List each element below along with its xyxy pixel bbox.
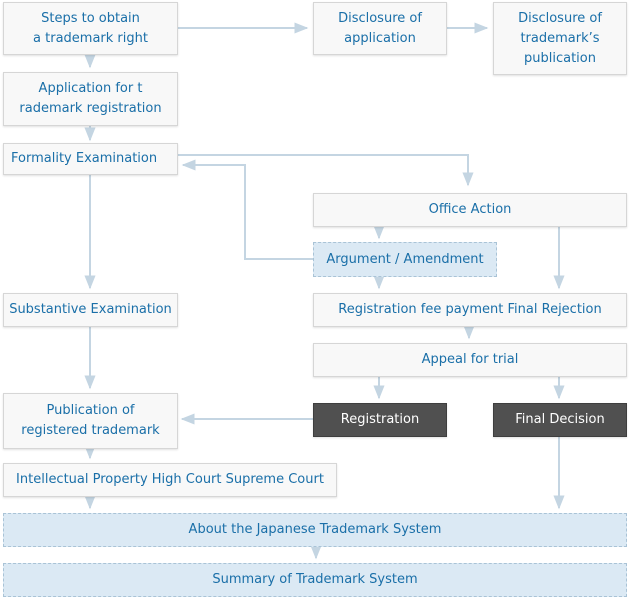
office-action-label: Office Action bbox=[429, 200, 512, 220]
disclosure-of-application-box[interactable]: Disclosure of application bbox=[313, 2, 447, 55]
ip-high-court-box[interactable]: Intellectual Property High Court Supreme… bbox=[3, 463, 337, 497]
office-action-box[interactable]: Office Action bbox=[313, 193, 627, 227]
substantive-examination-box[interactable]: Substantive Examination bbox=[3, 293, 178, 327]
publication-of-registered-label: Publication of registered trademark bbox=[21, 401, 159, 441]
registration-box[interactable]: Registration bbox=[313, 403, 447, 437]
application-for-registration-box[interactable]: Application for t rademark registration bbox=[3, 72, 178, 126]
registration-label: Registration bbox=[341, 410, 419, 430]
arrow-formality-to-office-action bbox=[178, 155, 468, 185]
formality-examination-label: Formality Examination bbox=[11, 149, 157, 169]
appeal-for-trial-label: Appeal for trial bbox=[422, 350, 519, 370]
formality-examination-box[interactable]: Formality Examination bbox=[3, 143, 178, 175]
appeal-for-trial-box[interactable]: Appeal for trial bbox=[313, 343, 627, 377]
arrow-amendment-back-to-formality bbox=[183, 165, 313, 259]
ip-high-court-label: Intellectual Property High Court Supreme… bbox=[16, 470, 324, 490]
registration-fee-final-rejection-label: Registration fee payment Final Rejection bbox=[338, 300, 601, 320]
argument-amendment-label: Argument / Amendment bbox=[326, 250, 483, 270]
summary-of-system-label: Summary of Trademark System bbox=[212, 570, 417, 590]
disclosure-of-publication-box[interactable]: Disclosure of trademark’s publication bbox=[493, 2, 627, 75]
final-decision-label: Final Decision bbox=[515, 410, 604, 430]
about-japanese-trademark-system-box[interactable]: About the Japanese Trademark System bbox=[3, 513, 627, 547]
disclosure-of-publication-label: Disclosure of trademark’s publication bbox=[518, 9, 602, 69]
publication-of-registered-trademark-box[interactable]: Publication of registered trademark bbox=[3, 393, 178, 449]
argument-amendment-box[interactable]: Argument / Amendment bbox=[313, 242, 497, 277]
summary-of-trademark-system-box[interactable]: Summary of Trademark System bbox=[3, 563, 627, 597]
final-decision-box[interactable]: Final Decision bbox=[493, 403, 627, 437]
registration-fee-final-rejection-box[interactable]: Registration fee payment Final Rejection bbox=[313, 293, 627, 327]
steps-to-obtain-label: Steps to obtain a trademark right bbox=[33, 9, 148, 49]
about-japanese-system-label: About the Japanese Trademark System bbox=[189, 520, 442, 540]
application-for-registration-label: Application for t rademark registration bbox=[19, 79, 161, 119]
substantive-examination-label: Substantive Examination bbox=[9, 300, 172, 320]
disclosure-of-application-label: Disclosure of application bbox=[338, 9, 422, 49]
steps-to-obtain-trademark-box[interactable]: Steps to obtain a trademark right bbox=[3, 2, 178, 55]
